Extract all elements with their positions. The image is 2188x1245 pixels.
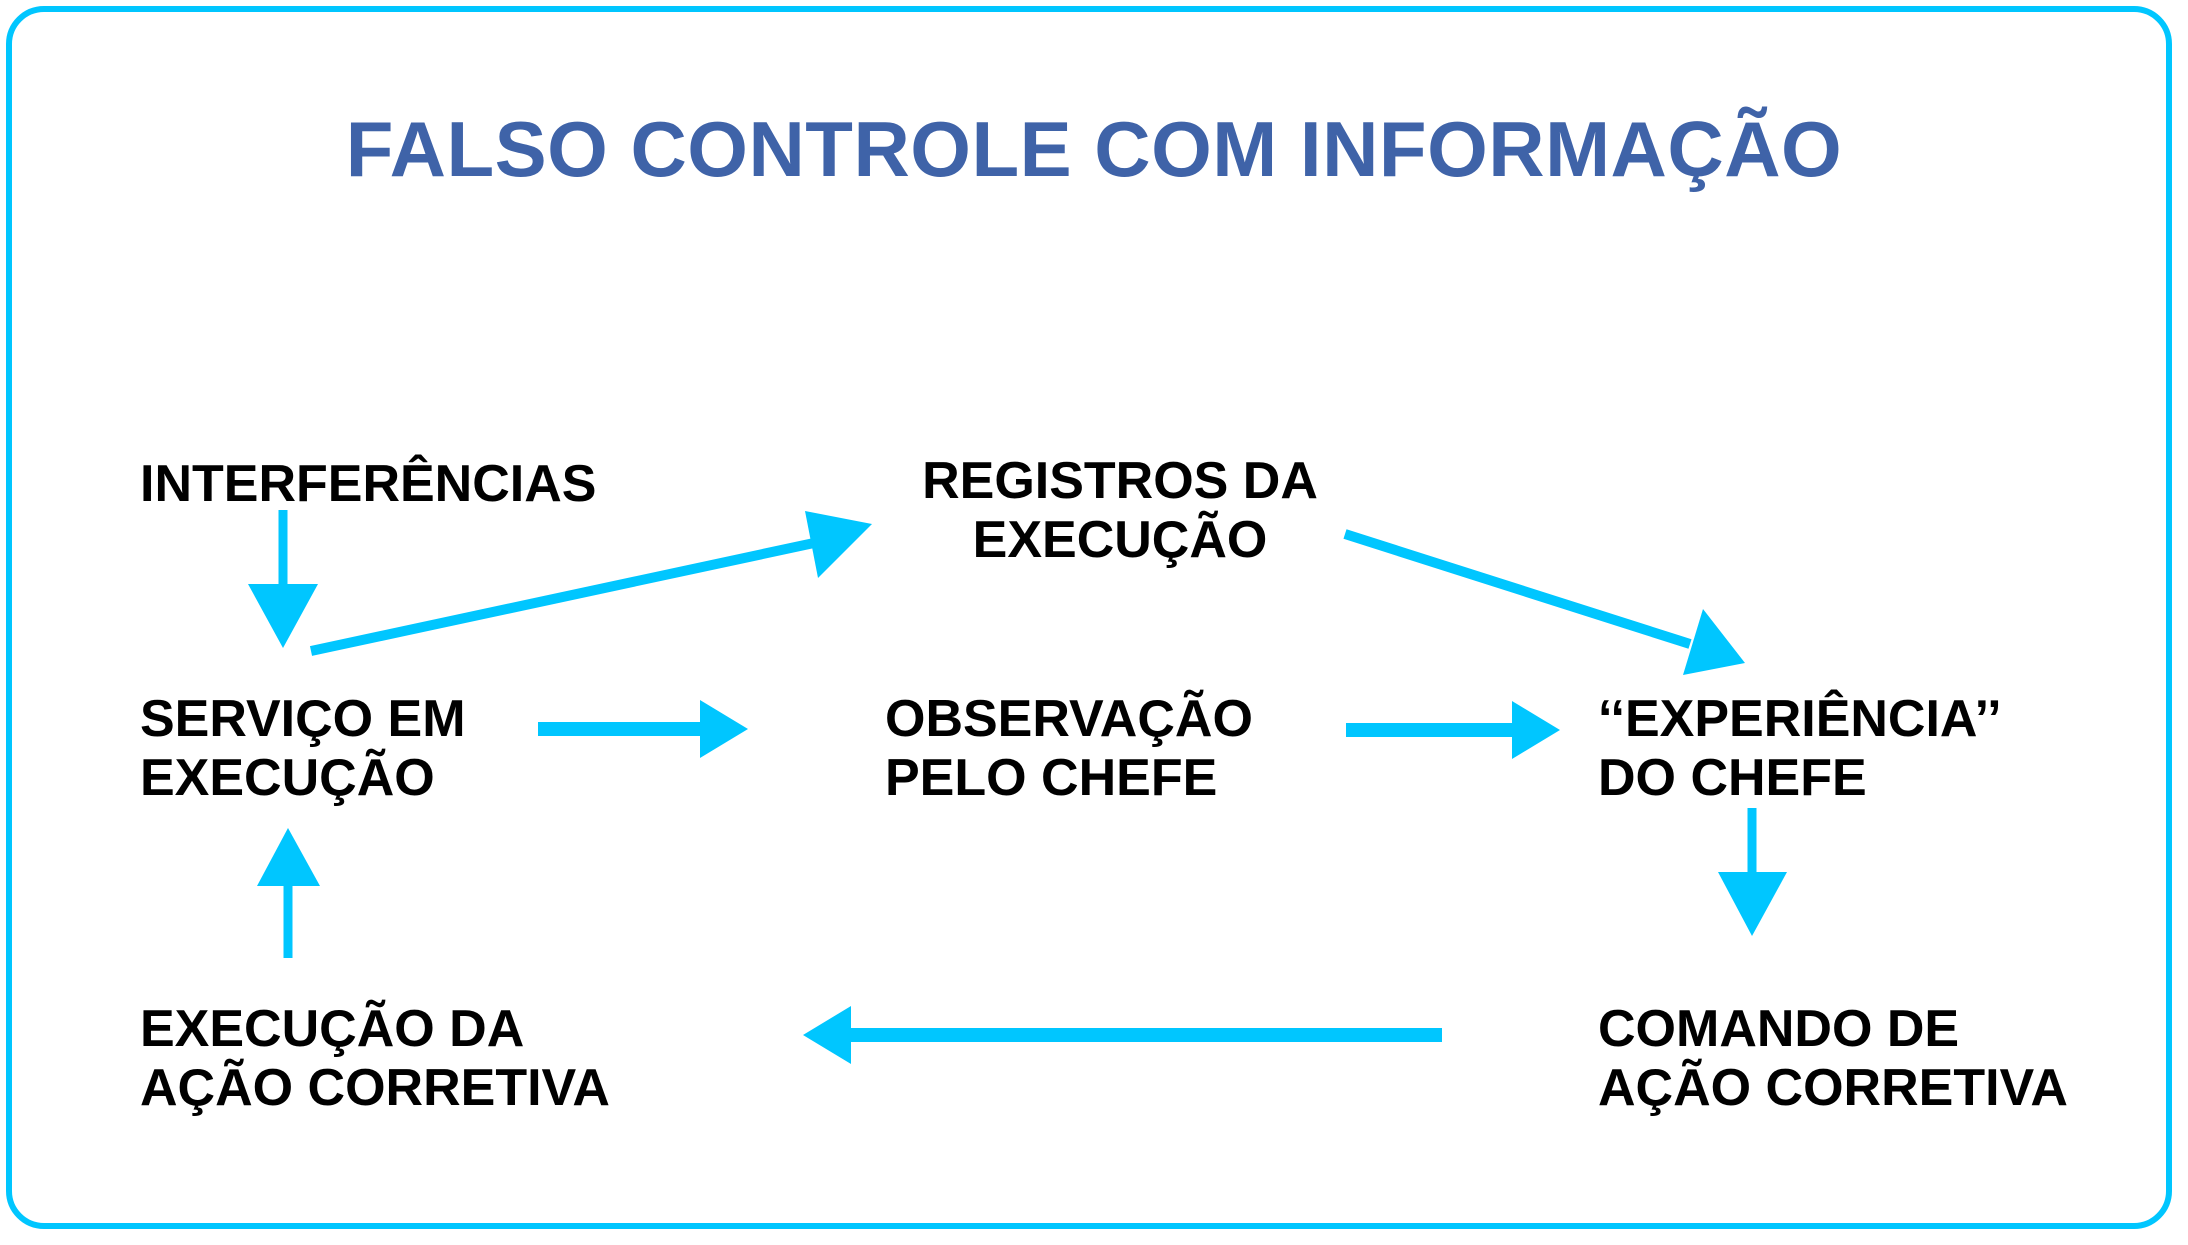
node-execucao-da-acao-corretiva: EXECUÇÃO DA AÇÃO CORRETIVA bbox=[140, 1000, 610, 1118]
node-experiencia-do-chefe: ‘‘EXPERIÊNCIA’’ DO CHEFE bbox=[1598, 690, 2002, 808]
node-interferencias: INTERFERÊNCIAS bbox=[140, 455, 597, 513]
node-observacao-pelo-chefe: OBSERVAÇÃO PELO CHEFE bbox=[885, 690, 1253, 808]
page-title: FALSO CONTROLE COM INFORMAÇÃO bbox=[345, 105, 1843, 193]
node-registros-da-execucao: REGISTROS DA EXECUÇÃO bbox=[922, 452, 1318, 570]
node-servico-em-execucao: SERVIÇO EM EXECUÇÃO bbox=[140, 690, 466, 808]
node-comando-de-acao-corretiva: COMANDO DE AÇÃO CORRETIVA bbox=[1598, 1000, 2068, 1118]
